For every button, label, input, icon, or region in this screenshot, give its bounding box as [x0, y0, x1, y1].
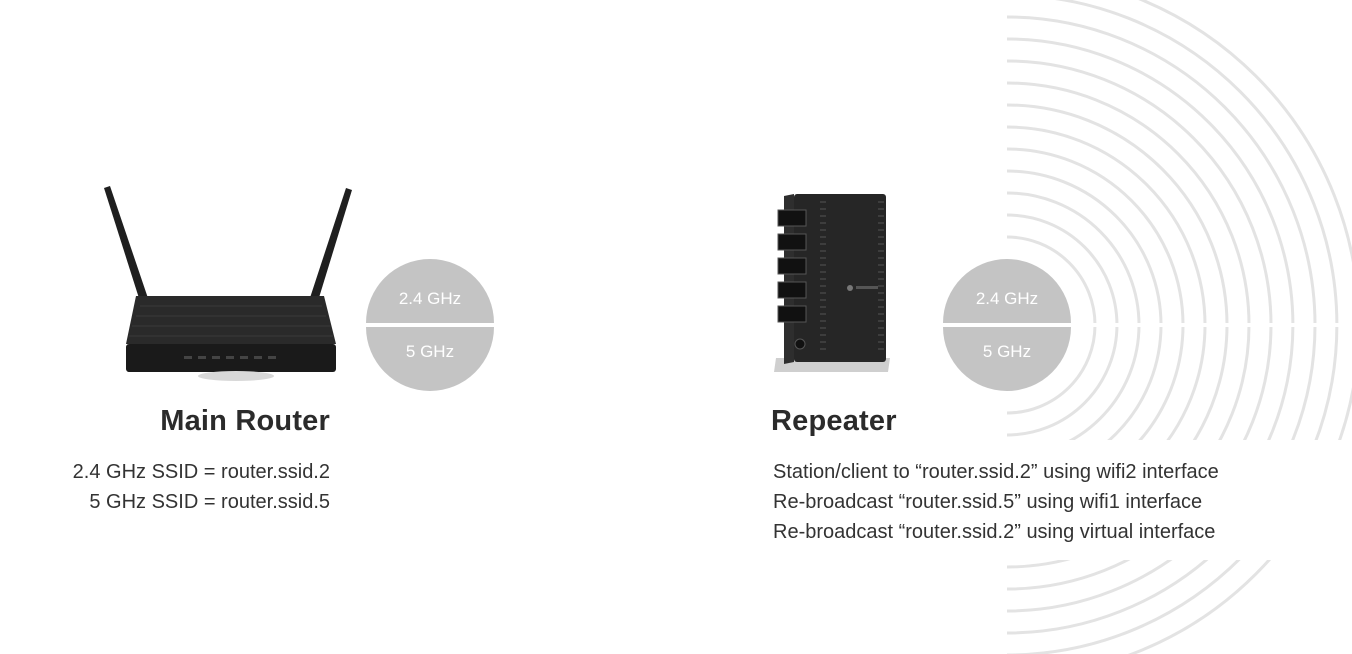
band-2-4ghz-half	[366, 259, 494, 323]
main-router-line: 5 GHz SSID = router.ssid.5	[89, 491, 330, 513]
repeater-description: Station/client to “router.ssid.2” using …	[773, 457, 1219, 547]
repeater-line: Re-broadcast “router.ssid.2” using virtu…	[773, 521, 1216, 543]
repeater-body	[794, 194, 886, 362]
signal-arc	[1127, 0, 1352, 654]
repeater-title: Repeater	[771, 405, 897, 437]
repeater-band-badge	[943, 259, 1071, 391]
main-router-band-2-4ghz-label: 2.4 GHz	[398, 289, 462, 308]
main-router-line: 2.4 GHz SSID = router.ssid.2	[72, 461, 330, 483]
repeater-line: Re-broadcast “router.ssid.5” using wifi1…	[773, 491, 1203, 513]
main-router-title: Main Router	[160, 405, 330, 437]
main-router-description: 2.4 GHz SSID = router.ssid.2 5 GHz SSID …	[20, 457, 330, 517]
main-router-band-badge	[366, 259, 494, 391]
band-5ghz-half	[366, 327, 494, 391]
antenna-left	[104, 186, 152, 314]
repeater-band-5ghz-label: 5 GHz	[982, 342, 1032, 361]
repeater-line: Station/client to “router.ssid.2” using …	[773, 461, 1219, 483]
band-2-4ghz-half	[943, 259, 1071, 323]
repeater-device-icon	[774, 194, 890, 372]
band-5ghz-half	[943, 327, 1071, 391]
router-top	[126, 296, 336, 344]
antenna-right	[306, 188, 352, 314]
main-router-band-5ghz-label: 5 GHz	[405, 342, 455, 361]
repeater-band-2-4ghz-label: 2.4 GHz	[975, 289, 1039, 308]
main-router-device-icon	[104, 186, 352, 381]
router-stand	[198, 371, 274, 381]
